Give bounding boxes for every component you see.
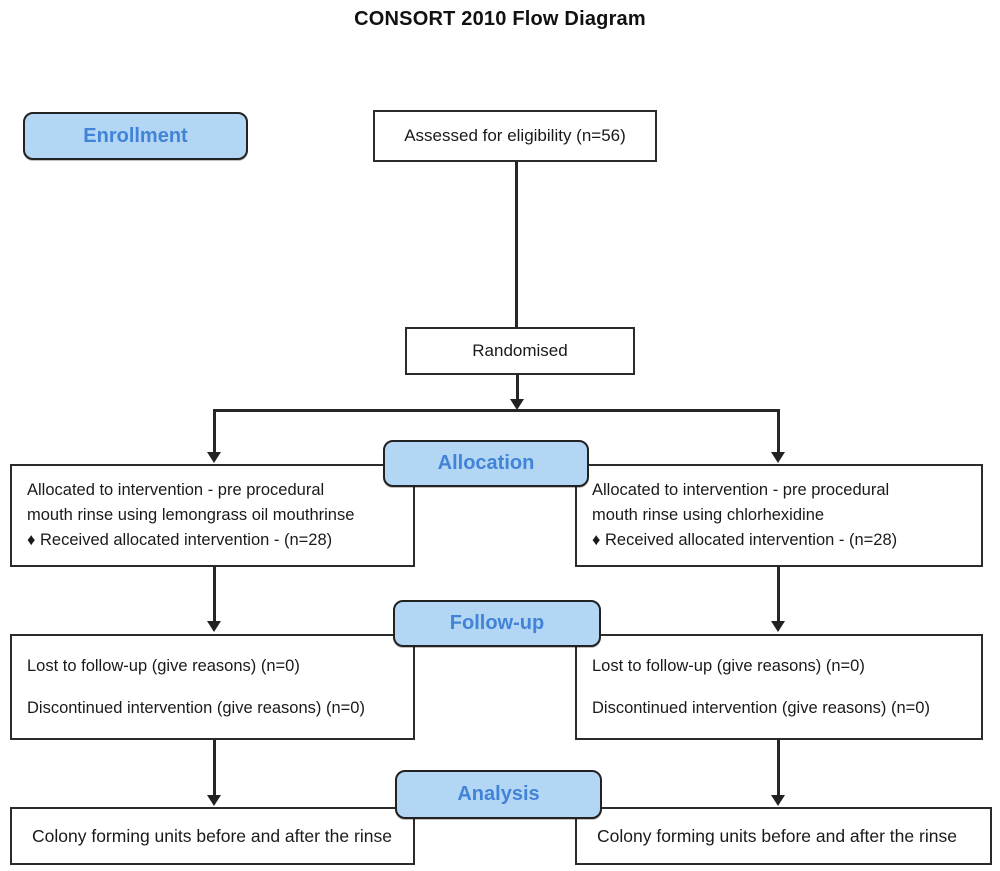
diagram-title: CONSORT 2010 Flow Diagram	[354, 8, 646, 30]
connector-left-alloc-to-followup	[213, 567, 216, 622]
analysis-right-text: Colony forming units before and after th…	[597, 825, 957, 846]
analysis-left-text: Colony forming units before and after th…	[32, 825, 392, 846]
box-followup-left: Lost to follow-up (give reasons) (n=0) D…	[10, 634, 415, 740]
allocation-left-line2: mouth rinse using lemongrass oil mouthri…	[27, 506, 355, 524]
stage-analysis-label: Analysis	[457, 783, 540, 805]
arrow-down-branch-icon	[510, 399, 524, 410]
followup-left-spacer	[27, 679, 407, 696]
arrow-down-right-followup-icon	[771, 621, 785, 632]
arrow-down-right-analysis-icon	[771, 795, 785, 806]
stage-followup-label: Follow-up	[449, 612, 545, 634]
arrow-down-left-alloc-icon	[207, 452, 221, 463]
connector-right-followup-to-analysis	[777, 740, 780, 796]
randomised-text: Randomised	[472, 341, 568, 360]
box-allocation-left: Allocated to intervention - pre procedur…	[10, 464, 415, 567]
branch-line	[214, 409, 780, 412]
box-assessed-eligibility: Assessed for eligibility (n=56)	[373, 110, 657, 162]
connector-left-followup-to-analysis	[213, 740, 216, 796]
followup-right-line1: Lost to follow-up (give reasons) (n=0)	[592, 656, 865, 675]
box-randomised: Randomised	[405, 327, 635, 375]
followup-left-line2: Discontinued intervention (give reasons)…	[27, 698, 365, 717]
arrow-down-left-analysis-icon	[207, 795, 221, 806]
arrow-down-left-followup-icon	[207, 621, 221, 632]
connector-right-alloc-to-followup	[777, 567, 780, 622]
stage-enrollment-label: Enrollment	[83, 124, 188, 147]
followup-right-spacer	[592, 679, 975, 696]
branch-arm-left	[213, 409, 216, 453]
allocation-right-line1: Allocated to intervention - pre procedur…	[592, 481, 890, 499]
allocation-right-line3: ♦ Received allocated intervention - (n=2…	[592, 531, 898, 549]
arrow-down-right-alloc-icon	[771, 452, 785, 463]
box-followup-right: Lost to follow-up (give reasons) (n=0) D…	[575, 634, 983, 740]
stage-pill-followup: Follow-up	[393, 600, 601, 647]
followup-right-line2: Discontinued intervention (give reasons)…	[592, 698, 930, 717]
box-allocation-right: Allocated to intervention - pre procedur…	[575, 464, 983, 567]
stage-pill-allocation: Allocation	[383, 440, 589, 487]
assessed-eligibility-text: Assessed for eligibility (n=56)	[404, 126, 626, 145]
followup-left-line1: Lost to follow-up (give reasons) (n=0)	[27, 656, 300, 675]
allocation-left-line3: ♦ Received allocated intervention - (n=2…	[27, 531, 333, 549]
allocation-right-line2: mouth rinse using chlorhexidine	[592, 506, 825, 524]
stage-pill-analysis: Analysis	[395, 770, 602, 819]
box-analysis-right: Colony forming units before and after th…	[575, 807, 992, 865]
connector-assessed-to-randomised	[515, 162, 518, 327]
connector-randomised-to-branch	[516, 375, 519, 401]
stage-pill-enrollment: Enrollment	[23, 112, 248, 160]
allocation-left-line1: Allocated to intervention - pre procedur…	[27, 481, 325, 499]
branch-arm-right	[777, 409, 780, 453]
stage-allocation-label: Allocation	[437, 452, 535, 474]
box-analysis-left: Colony forming units before and after th…	[10, 807, 415, 865]
